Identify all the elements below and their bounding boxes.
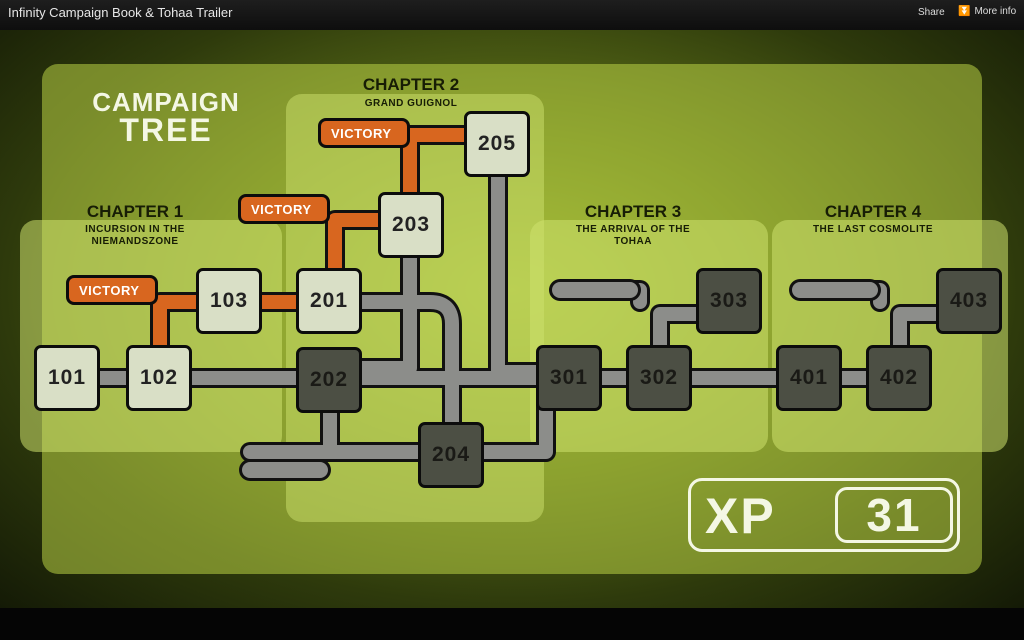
campaign-tree-title: CAMPAIGN TREE — [60, 87, 272, 148]
double-chevron-down-icon: ⏬ — [958, 6, 971, 17]
mission-301[interactable]: 301 — [536, 345, 602, 411]
player-bottom-bar — [0, 608, 1024, 640]
chapter-4-heading: CHAPTER 4 — [824, 202, 922, 221]
chapter-4-subtitle: THE LAST COSMOLITE — [812, 224, 934, 235]
chapter-1-heading: CHAPTER 1 — [86, 202, 184, 221]
mission-401[interactable]: 401 — [776, 345, 842, 411]
mission-303[interactable]: 303 — [696, 268, 762, 334]
video-title[interactable]: Infinity Campaign Book & Tohaa Trailer — [8, 5, 233, 20]
chapter-2-subtitle: GRAND GUIGNOL — [364, 98, 458, 109]
mission-103[interactable]: 103 — [196, 268, 262, 334]
share-button[interactable]: Share — [918, 7, 945, 18]
mission-203[interactable]: 203 — [378, 192, 444, 258]
more-info-button[interactable]: ⏬More info — [958, 6, 1016, 17]
xp-value: 31 — [835, 487, 953, 543]
mission-402[interactable]: 402 — [866, 345, 932, 411]
mission-202[interactable]: 202 — [296, 347, 362, 413]
chapter-3-subtitle: THE ARRIVAL OF THE TOHAA — [538, 224, 728, 248]
campaign-title-line2: TREE — [119, 111, 213, 148]
victory-tag-chapter-1: VICTORY — [66, 275, 158, 305]
chapter-3-subtitle-line2: TOHAA — [614, 236, 652, 247]
xp-badge: XP 31 — [688, 478, 960, 552]
chapter-1-subtitle-line2: NIEMANDSZONE — [91, 236, 179, 247]
chapter-3-panel — [530, 220, 768, 452]
xp-label: XP — [705, 488, 776, 544]
chapter-3-heading: CHAPTER 3 — [584, 202, 682, 221]
mission-102[interactable]: 102 — [126, 345, 192, 411]
video-title-bar: Infinity Campaign Book & Tohaa Trailer S… — [0, 0, 1024, 30]
campaign-title-line1: CAMPAIGN — [92, 87, 240, 117]
mission-101[interactable]: 101 — [34, 345, 100, 411]
mission-201[interactable]: 201 — [296, 268, 362, 334]
mission-205[interactable]: 205 — [464, 111, 530, 177]
mission-403[interactable]: 403 — [936, 268, 1002, 334]
more-info-label: More info — [974, 6, 1017, 17]
video-frame[interactable]: CAMPAIGN TREE CHAPTER 1 INCURSION IN THE… — [0, 30, 1024, 608]
victory-tag-201: VICTORY — [238, 194, 330, 224]
chapter-3-subtitle-line1: THE ARRIVAL OF THE — [575, 224, 691, 235]
mission-302[interactable]: 302 — [626, 345, 692, 411]
chapter-1-subtitle: INCURSION IN THE NIEMANDSZONE — [40, 224, 230, 248]
victory-tag-203: VICTORY — [318, 118, 410, 148]
mission-204[interactable]: 204 — [418, 422, 484, 488]
chapter-2-heading: CHAPTER 2 — [362, 75, 460, 94]
chapter-1-subtitle-line1: INCURSION IN THE — [85, 224, 185, 235]
